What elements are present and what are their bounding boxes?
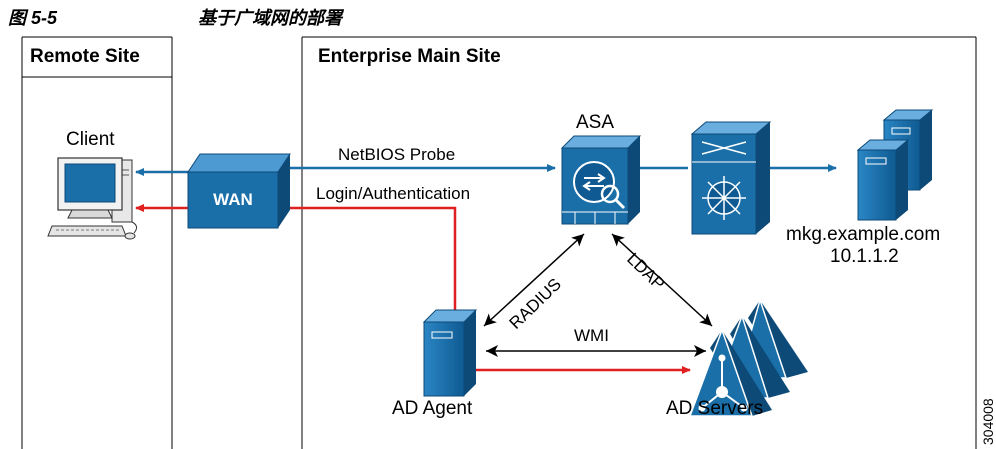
server-name-label: mkg.example.com: [786, 224, 941, 245]
radius-link: [483, 233, 585, 327]
netbios-label: NetBIOS Probe: [338, 145, 456, 164]
enterprise-site-zone: [301, 36, 977, 449]
login-auth-link: [290, 206, 457, 310]
client-label: Client: [66, 129, 115, 150]
ad-servers-icon: [688, 297, 808, 417]
login-auth-label: Login/Authentication: [316, 184, 471, 203]
wan-label: WAN: [213, 190, 253, 209]
asa-label: ASA: [576, 112, 615, 133]
ldap-link: [611, 233, 713, 327]
switch-icon: [690, 121, 772, 235]
figure-number: 图 5-5: [8, 8, 58, 28]
enterprise-site-title: Enterprise Main Site: [318, 46, 501, 67]
radius-label: RADIUS: [506, 275, 565, 333]
remote-site-title: Remote Site: [30, 46, 140, 67]
ad-servers-label: AD Servers: [666, 398, 764, 419]
wmi-label: WMI: [574, 326, 609, 345]
figure-tag: 304008: [980, 398, 996, 445]
figure-title: 基于广域网的部署: [198, 8, 342, 28]
ad-agent-server-icon: [422, 309, 478, 397]
asa-firewall-icon: [560, 135, 642, 225]
client-computer-icon: [47, 157, 138, 240]
ad-agent-label: AD Agent: [392, 398, 473, 419]
web-server-icon: [856, 109, 934, 221]
ldap-label: LDAP: [623, 249, 668, 294]
remote-site-zone: [21, 36, 173, 449]
server-ip-label: 10.1.1.2: [830, 246, 899, 267]
wan-cloud-icon: [187, 153, 291, 229]
